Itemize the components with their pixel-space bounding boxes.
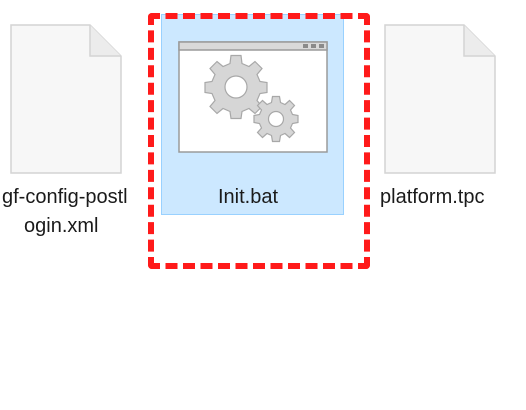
file-item-init-bat[interactable]: Init.bat <box>0 0 370 270</box>
blank-document-icon <box>384 24 496 174</box>
file-name: platform.tpc <box>380 186 485 208</box>
file-name-line-1: gf-config-postl <box>2 186 128 208</box>
file-item-gf-config-postlogin[interactable]: gf-config-postl ogin.xml <box>0 0 140 260</box>
batch-file-gears-icon <box>178 41 328 153</box>
red-dashed-highlight-box <box>148 13 370 269</box>
file-name: Init.bat <box>218 186 279 208</box>
file-name-line-2: ogin.xml <box>24 215 99 237</box>
file-item-platform-tpc[interactable]: platform.tpc <box>378 0 526 260</box>
blank-document-icon <box>10 24 122 174</box>
